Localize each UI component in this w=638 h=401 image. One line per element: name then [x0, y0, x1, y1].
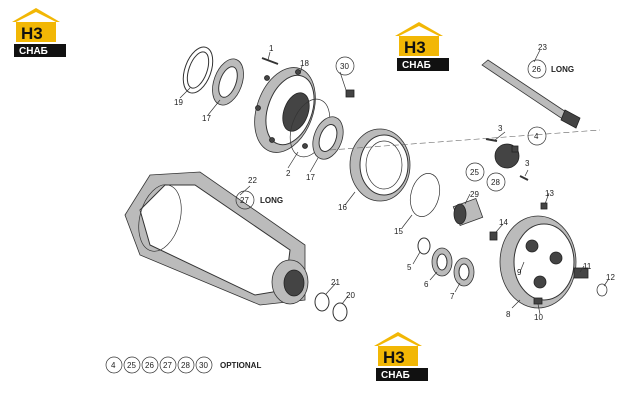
callout-28: 28 [486, 172, 506, 192]
legend-item-4: 4 [105, 356, 123, 374]
callout-6: 6 [424, 280, 429, 289]
nut-4 [511, 145, 519, 153]
plug-11 [573, 267, 589, 279]
axle-shaft-23 [481, 59, 581, 129]
svg-text:27: 27 [163, 361, 172, 370]
callout-16: 16 [338, 203, 347, 212]
callout-20: 20 [346, 291, 355, 300]
long-label-27: LONG [260, 196, 283, 205]
callout-18: 18 [300, 59, 309, 68]
svg-text:27: 27 [240, 196, 249, 205]
svg-text:28: 28 [181, 361, 190, 370]
nut-14 [489, 231, 498, 241]
callout-3-lower: 3 [525, 159, 530, 168]
leader-lines [179, 49, 609, 315]
nut-30 [345, 89, 355, 98]
svg-text:26: 26 [145, 361, 154, 370]
callout-23: 23 [538, 43, 547, 52]
svg-text:25: 25 [127, 361, 136, 370]
o-ring-12 [596, 283, 608, 297]
bearing-17-left [212, 58, 244, 106]
ring-gear-16 [349, 128, 411, 202]
seal-ring-19 [182, 46, 214, 94]
svg-text:4: 4 [111, 361, 116, 370]
snap-ring-15 [409, 173, 441, 217]
callout-10: 10 [534, 313, 543, 322]
callout-29: 29 [470, 190, 479, 199]
logo-top-left: H3 СНАБ [12, 8, 66, 57]
svg-text:30: 30 [340, 62, 349, 71]
axle-housing-22 [124, 171, 309, 306]
planet-carrier-8 [499, 215, 577, 309]
legend-item-25: 25 [123, 356, 141, 374]
callout-15: 15 [394, 227, 403, 236]
washer-21 [314, 292, 330, 312]
callout-26: 26 [527, 59, 547, 79]
logo-text: СНАБ [402, 60, 431, 71]
washer-20 [332, 302, 348, 322]
wheel-hub-18 [254, 67, 316, 153]
svg-text:25: 25 [470, 168, 479, 177]
needle-bearing-6 [431, 247, 453, 277]
callout-13: 13 [545, 189, 554, 198]
callout-12: 12 [606, 273, 615, 282]
callout-27: 27 [235, 190, 255, 210]
callout-8: 8 [506, 310, 511, 319]
bolt-3-lower [519, 175, 529, 181]
logo-top-right: H3 СНАБ [395, 22, 449, 71]
callout-14: 14 [499, 218, 508, 227]
callout-17-right: 17 [306, 173, 315, 182]
legend-item-27: 27 [159, 356, 177, 374]
callout-25: 25 [465, 162, 485, 182]
legend-item-30: 30 [195, 356, 213, 374]
assembly-axis [329, 129, 601, 151]
legend-optional-label: OPTIONAL [220, 361, 261, 370]
logo-bottom: H3 СНАБ [374, 332, 428, 381]
washer-5 [417, 237, 431, 255]
callout-4: 4 [527, 126, 547, 146]
legend-item-26: 26 [141, 356, 159, 374]
callout-22: 22 [248, 176, 257, 185]
logo-text: СНАБ [381, 370, 410, 381]
logo-mark: H3 [383, 348, 405, 367]
callout-5: 5 [407, 263, 412, 272]
svg-text:28: 28 [491, 178, 500, 187]
long-label-26: LONG [551, 65, 574, 74]
legend-item-28: 28 [177, 356, 195, 374]
callout-17-left: 17 [202, 114, 211, 123]
callout-11: 11 [583, 262, 592, 271]
callout-30: 30 [335, 56, 355, 76]
svg-text:30: 30 [199, 361, 208, 370]
svg-text:26: 26 [532, 65, 541, 74]
bolt-3-upper [485, 138, 498, 142]
needle-bearing-7 [453, 257, 475, 287]
callout-3-upper: 3 [498, 124, 503, 133]
logo-mark: H3 [21, 24, 43, 43]
bolt-13 [540, 202, 548, 210]
bearing-17-right [312, 116, 344, 160]
callout-9: 9 [517, 268, 522, 277]
callout-2: 2 [286, 169, 291, 178]
svg-text:4: 4 [534, 132, 539, 141]
callout-1: 1 [269, 44, 274, 53]
stud-1 [261, 57, 279, 65]
callout-7: 7 [450, 292, 455, 301]
sun-gear-29 [452, 197, 484, 227]
logo-text: СНАБ [19, 46, 48, 57]
callout-21: 21 [331, 278, 340, 287]
callout-19: 19 [174, 98, 183, 107]
logo-mark: H3 [404, 38, 426, 57]
